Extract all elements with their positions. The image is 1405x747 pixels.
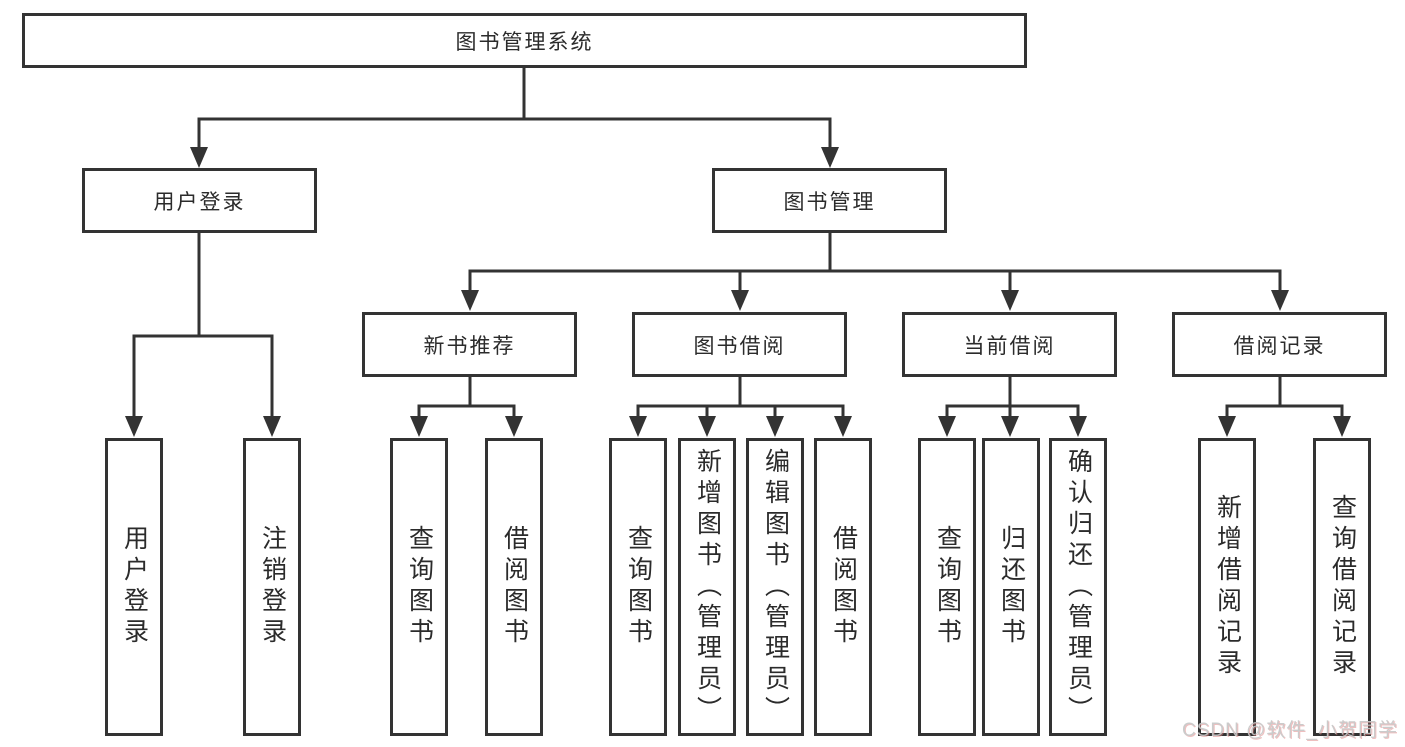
arrowhead bbox=[1218, 416, 1236, 437]
node-label: 注销登录 bbox=[258, 525, 287, 649]
arrowhead bbox=[263, 416, 281, 437]
node-label: 图书管理 bbox=[783, 190, 876, 214]
leaf-query-borrow-record: 查询借阅记录 bbox=[1313, 438, 1371, 736]
node-label: 新增图书（管理员） bbox=[693, 447, 722, 727]
node-label: 新书推荐 bbox=[423, 334, 516, 358]
node-label: 查询借阅记录 bbox=[1328, 494, 1357, 680]
node-label: 用户登录 bbox=[120, 525, 149, 649]
arrowhead bbox=[938, 416, 956, 437]
arrowhead bbox=[125, 416, 143, 437]
arrowhead bbox=[766, 416, 784, 437]
arrowhead bbox=[1271, 290, 1289, 311]
leaf-user-login: 用户登录 bbox=[105, 438, 163, 736]
arrowhead bbox=[190, 147, 208, 168]
arrowhead bbox=[834, 416, 852, 437]
node-label: 查询图书 bbox=[933, 525, 962, 649]
leaf-logout: 注销登录 bbox=[243, 438, 301, 736]
leaf-borrow-books: 借阅图书 bbox=[814, 438, 872, 736]
node-label: 新增借阅记录 bbox=[1213, 494, 1242, 680]
arrowhead bbox=[1001, 416, 1019, 437]
node-label: 借阅图书 bbox=[829, 525, 858, 649]
node-label: 编辑图书（管理员） bbox=[761, 447, 790, 727]
arrowhead bbox=[731, 290, 749, 311]
node-book-management: 图书管理 bbox=[712, 168, 947, 233]
leaf-query-books-borrow: 查询图书 bbox=[609, 438, 667, 736]
arrowhead bbox=[1333, 416, 1351, 437]
arrowhead bbox=[629, 416, 647, 437]
node-borrow-records: 借阅记录 bbox=[1172, 312, 1387, 377]
node-user-login: 用户登录 bbox=[82, 168, 317, 233]
arrowheads bbox=[125, 147, 1351, 437]
node-book-borrow: 图书借阅 bbox=[632, 312, 847, 377]
arrowhead bbox=[821, 147, 839, 168]
arrowhead bbox=[410, 416, 428, 437]
node-label: 查询图书 bbox=[405, 525, 434, 649]
node-label: 确认归还（管理员） bbox=[1064, 447, 1093, 727]
leaf-add-book-admin: 新增图书（管理员） bbox=[678, 438, 736, 736]
node-label: 图书管理系统 bbox=[455, 30, 594, 54]
leaf-edit-book-admin: 编辑图书（管理员） bbox=[746, 438, 804, 736]
node-label: 借阅图书 bbox=[500, 525, 529, 649]
arrowhead bbox=[505, 416, 523, 437]
leaf-return-book: 归还图书 bbox=[982, 438, 1040, 736]
node-label: 查询图书 bbox=[624, 525, 653, 649]
leaf-query-books-current: 查询图书 bbox=[918, 438, 976, 736]
node-label: 用户登录 bbox=[153, 190, 246, 214]
arrowhead bbox=[461, 290, 479, 311]
node-label: 借阅记录 bbox=[1233, 334, 1326, 358]
arrowhead bbox=[698, 416, 716, 437]
leaf-add-borrow-record: 新增借阅记录 bbox=[1198, 438, 1256, 736]
node-label: 当前借阅 bbox=[963, 334, 1056, 358]
node-new-book-recommend: 新书推荐 bbox=[362, 312, 577, 377]
connector-path bbox=[132, 68, 1344, 419]
arrowhead bbox=[1069, 416, 1087, 437]
leaf-borrow-books-recommend: 借阅图书 bbox=[485, 438, 543, 736]
leaf-confirm-return-admin: 确认归还（管理员） bbox=[1049, 438, 1107, 736]
node-label: 图书借阅 bbox=[693, 334, 786, 358]
node-current-borrow: 当前借阅 bbox=[902, 312, 1117, 377]
watermark: CSDN @软件_小贺同学 bbox=[1182, 720, 1398, 741]
node-library-system: 图书管理系统 bbox=[22, 13, 1027, 68]
leaf-query-books-recommend: 查询图书 bbox=[390, 438, 448, 736]
arrowhead bbox=[1001, 290, 1019, 311]
node-label: 归还图书 bbox=[997, 525, 1026, 649]
